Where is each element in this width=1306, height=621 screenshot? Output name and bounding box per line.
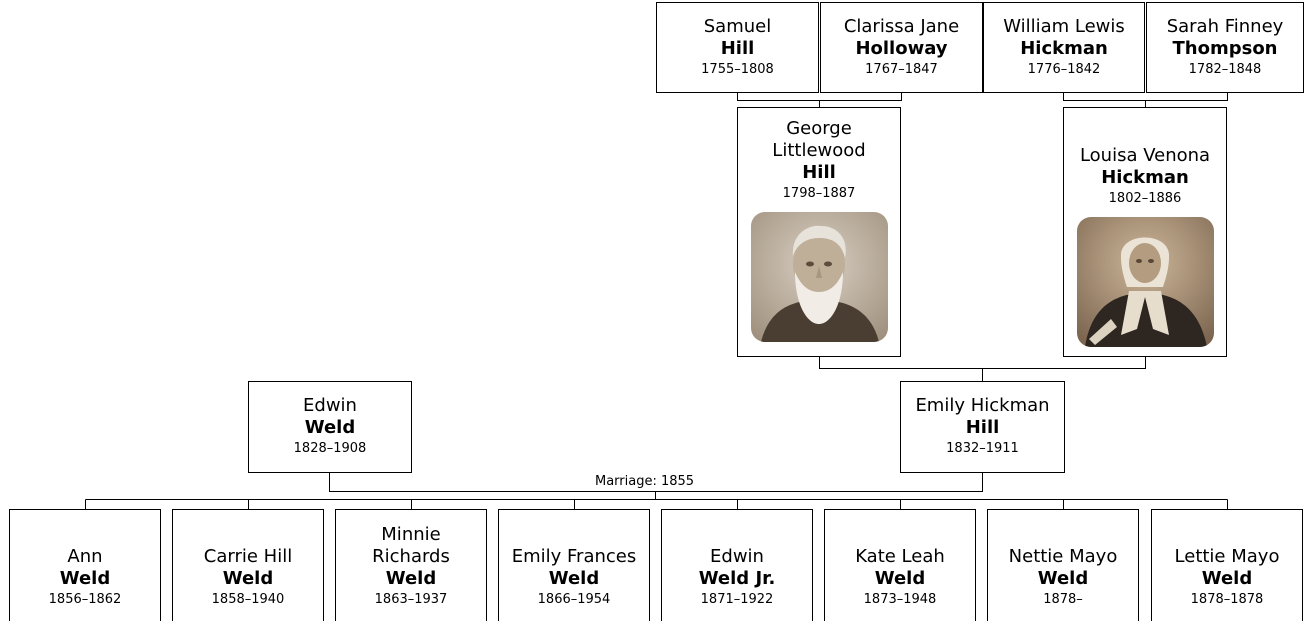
life-dates: 1828–1908 — [293, 441, 367, 456]
surname: Weld — [1201, 568, 1253, 589]
surname: Weld — [874, 568, 926, 589]
life-dates: 1863–1937 — [374, 592, 448, 607]
given-name: Carrie Hill — [203, 546, 293, 567]
given-name: Sarah Finney — [1166, 15, 1284, 37]
life-dates: 1856–1862 — [48, 592, 122, 607]
person-card-child-minnie[interactable]: Minnie Richards Weld 1863–1937 — [335, 509, 487, 621]
connector-hill-parents — [737, 92, 902, 107]
marriage-label: Marriage: 1855 — [594, 474, 696, 490]
surname: Hill — [965, 417, 1000, 438]
life-dates: 1767–1847 — [865, 61, 938, 77]
person-card-william-hickman[interactable]: William Lewis Hickman 1776–1842 — [983, 2, 1145, 93]
given-name: Louisa Venona — [1079, 145, 1211, 166]
life-dates: 1866–1954 — [537, 592, 611, 607]
portrait-woman-bonnet-icon — [1076, 217, 1214, 347]
person-card-child-ann[interactable]: Ann Weld 1856–1862 — [9, 509, 161, 621]
life-dates: 1782–1848 — [1188, 61, 1262, 77]
person-card-clarissa-holloway[interactable]: Clarissa Jane Holloway 1767–1847 — [820, 2, 983, 93]
given-name: Edwin — [710, 546, 764, 567]
life-dates: 1832–1911 — [946, 441, 1019, 456]
life-dates: 1873–1948 — [863, 592, 937, 607]
life-dates: 1798–1887 — [782, 186, 856, 201]
surname: Holloway — [855, 37, 948, 59]
surname: Thompson — [1172, 37, 1278, 59]
person-card-edwin-weld[interactable]: Edwin Weld 1828–1908 — [248, 381, 412, 473]
connector-emily-parents — [819, 356, 1146, 381]
connector-hickman-parents — [1063, 92, 1228, 107]
surname: Hill — [720, 37, 755, 59]
person-card-george-hill[interactable]: George Littlewood Hill 1798–1887 — [737, 107, 901, 357]
person-card-samuel-hill[interactable]: Samuel Hill 1755–1808 — [656, 2, 819, 93]
life-dates: 1755–1808 — [701, 61, 774, 77]
surname: Weld — [385, 568, 437, 589]
given-name: Emily Frances — [511, 546, 637, 567]
life-dates: 1858–1940 — [211, 592, 285, 607]
person-card-child-kate[interactable]: Kate Leah Weld 1873–1948 — [824, 509, 976, 621]
given-name: Clarissa Jane — [843, 15, 960, 37]
given-name: Minnie Richards — [372, 524, 450, 567]
life-dates: 1802–1886 — [1108, 191, 1182, 206]
given-name: Edwin — [303, 395, 357, 416]
life-dates: 1878– — [1043, 592, 1083, 607]
given-name: Lettie Mayo — [1174, 546, 1280, 567]
surname: Weld — [548, 568, 600, 589]
given-name: William Lewis — [1003, 15, 1125, 37]
portrait-photo — [750, 212, 888, 342]
surname: Weld — [304, 417, 356, 438]
person-card-child-carrie[interactable]: Carrie Hill Weld 1858–1940 — [172, 509, 324, 621]
person-card-emily-hill[interactable]: Emily Hickman Hill 1832–1911 — [900, 381, 1065, 473]
portrait-elderly-bearded-man-icon — [750, 212, 888, 342]
person-card-louisa-hickman[interactable]: Louisa Venona Hickman 1802–1886 — [1063, 107, 1227, 357]
given-name: Samuel — [703, 15, 772, 37]
person-card-child-emily-frances[interactable]: Emily Frances Weld 1866–1954 — [498, 509, 650, 621]
given-name: Ann — [67, 546, 103, 567]
person-card-child-lettie[interactable]: Lettie Mayo Weld 1878–1878 — [1151, 509, 1303, 621]
life-dates: 1878–1878 — [1190, 592, 1264, 607]
surname: Weld — [222, 568, 274, 589]
person-card-child-nettie[interactable]: Nettie Mayo Weld 1878– — [987, 509, 1139, 621]
surname: Hickman — [1020, 37, 1108, 59]
connector-children-drops — [85, 499, 1228, 509]
surname: Weld — [59, 568, 111, 589]
given-name: George Littlewood — [772, 118, 866, 161]
life-dates: 1871–1922 — [700, 592, 774, 607]
portrait-photo — [1076, 217, 1214, 347]
person-card-child-edwin-jr[interactable]: Edwin Weld Jr. 1871–1922 — [661, 509, 813, 621]
given-name: Emily Hickman — [915, 395, 1050, 416]
surname: Weld Jr. — [698, 568, 776, 589]
person-card-sarah-thompson[interactable]: Sarah Finney Thompson 1782–1848 — [1146, 2, 1304, 93]
life-dates: 1776–1842 — [1027, 61, 1101, 77]
surname: Hill — [802, 162, 836, 183]
surname: Weld — [1037, 568, 1089, 589]
surname: Hickman — [1101, 167, 1189, 188]
given-name: Nettie Mayo — [1008, 546, 1118, 567]
given-name: Kate Leah — [855, 546, 945, 567]
